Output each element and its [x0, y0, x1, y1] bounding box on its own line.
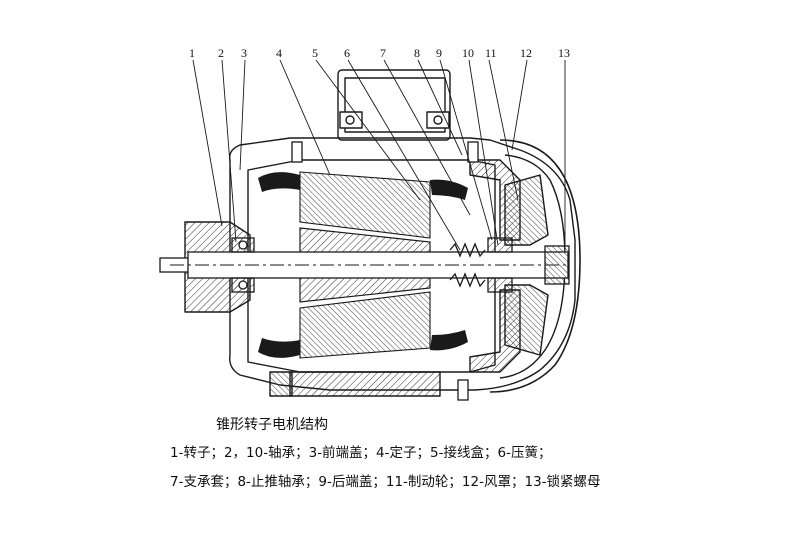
legend-line: 1-转子；2，10-轴承；3-前端盖；4-定子；5-接线盒；6-压簧； — [170, 445, 552, 461]
fan-cover — [489, 139, 581, 393]
stator-core-top — [299, 171, 431, 239]
callout-number: 12 — [520, 46, 532, 60]
callout-number: 10 — [462, 46, 474, 60]
diagram-caption-title: 锥形转子电机结构 — [216, 417, 328, 433]
callout-number: 3 — [241, 46, 247, 60]
lock-nut — [544, 245, 570, 285]
callout-number: 6 — [344, 46, 350, 60]
stator-core-bottom — [299, 291, 431, 359]
pressure-spring — [449, 242, 486, 258]
callout-number: 8 — [414, 46, 420, 60]
callout-number: 13 — [558, 46, 570, 60]
stator-windings — [258, 172, 468, 358]
callout-number: 11 — [485, 46, 497, 60]
callout-number: 5 — [312, 46, 318, 60]
bearing-rear — [487, 237, 513, 253]
brake-wheel — [504, 174, 549, 246]
terminal-box — [337, 69, 451, 141]
legend-line: 7-支承套；8-止推轴承；9-后端盖；11-制动轮；12-风罩；13-锁紧螺母 — [170, 474, 601, 490]
callout-number: 1 — [189, 46, 195, 60]
callout-number: 4 — [276, 46, 282, 60]
callout-number: 9 — [436, 46, 442, 60]
motor-base — [289, 371, 441, 397]
housing-outline — [229, 137, 576, 391]
callout-leader-lines — [192, 59, 566, 251]
callout-number: 7 — [380, 46, 386, 60]
callout-number: 2 — [218, 46, 224, 60]
